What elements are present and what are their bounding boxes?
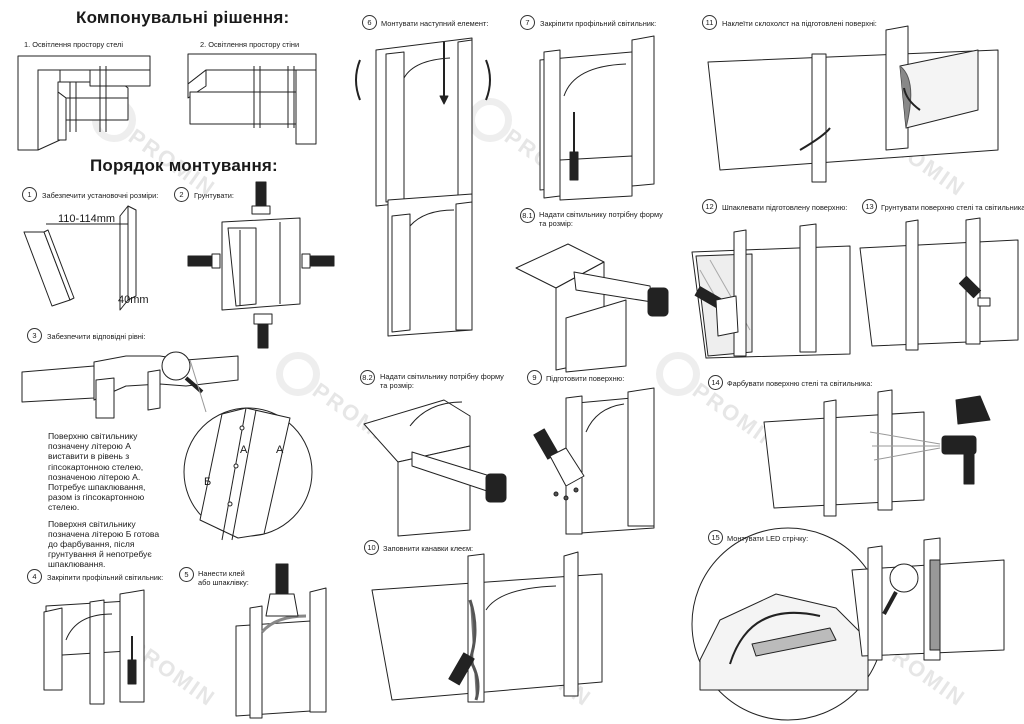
step-5-caption-line2: або шпаклівку: bbox=[198, 578, 249, 587]
zoom-letter-b: Б bbox=[204, 476, 212, 488]
step3-level-illustration bbox=[21, 351, 239, 419]
step-1-caption: Забезпечити установочні розміри: bbox=[42, 191, 159, 200]
step2-prime-illustration bbox=[187, 181, 335, 349]
step-number-3: 3 bbox=[27, 328, 42, 343]
step-number-5: 5 bbox=[179, 567, 194, 582]
step-number-6: 6 bbox=[362, 15, 377, 30]
step-number-2: 2 bbox=[174, 187, 189, 202]
step5-glue-illustration bbox=[235, 563, 327, 719]
step15-led-illustration bbox=[691, 527, 1005, 721]
step-15-caption: Монтувати LED стрічку: bbox=[727, 534, 809, 543]
step8-1-cut-illustration bbox=[515, 243, 669, 373]
step-8-2-caption-line2: та розмір: bbox=[380, 381, 414, 390]
step11-fiberglass-illustration bbox=[707, 25, 999, 183]
caption-solution-ceiling: 1. Освітлення простору стелі bbox=[24, 40, 124, 49]
heading-order: Порядок монтування: bbox=[90, 156, 278, 175]
step-number-4: 4 bbox=[27, 569, 42, 584]
step1-dimension-illustration bbox=[23, 205, 137, 311]
zoom-letter-a-right: А bbox=[276, 444, 284, 456]
step8-2-cut-illustration bbox=[363, 399, 507, 537]
step4-fix-illustration bbox=[43, 589, 145, 705]
step-8-2-caption-line1: Надати світильнику потрібну форму bbox=[380, 372, 504, 381]
step9-prepare-illustration bbox=[533, 387, 655, 535]
step-number-13: 13 bbox=[862, 199, 877, 214]
step-number-14: 14 bbox=[708, 375, 723, 390]
leveling-note: Поверхню світильнику позначену літерою А… bbox=[48, 431, 166, 576]
step-3-caption: Забезпечити відповідні рівні: bbox=[47, 332, 146, 341]
heading-solutions: Компонувальні рішення: bbox=[76, 8, 290, 27]
step-number-10: 10 bbox=[364, 540, 379, 555]
step10-glue-illustration bbox=[371, 551, 603, 703]
step12-putty-illustration bbox=[691, 223, 851, 359]
leveling-note-paragraph-b: Поверхня світильнику позначена літерою Б… bbox=[48, 518, 160, 570]
step-10-caption: Заповнити канавки клеєм: bbox=[383, 544, 474, 553]
dimension-width-label: 110-114mm bbox=[58, 213, 116, 225]
step-7-caption: Закріпити профільний світильник: bbox=[540, 19, 657, 28]
step-12-caption: Шпаклевати підготовлену поверхню: bbox=[722, 203, 848, 212]
step6-next-element-illustration bbox=[355, 37, 491, 337]
step-8-1-caption-line2: та розмір: bbox=[539, 219, 573, 228]
step-8-1-caption-line1: Надати світильнику потрібну форму bbox=[539, 210, 663, 219]
leveling-note-paragraph-a: Поверхню світильнику позначену літерою А… bbox=[48, 431, 146, 513]
step-number-9: 9 bbox=[527, 370, 542, 385]
step-5-caption-line1: Нанести клей bbox=[198, 569, 245, 578]
step3-zoom-detail bbox=[183, 359, 313, 541]
step13-prime-illustration bbox=[859, 217, 1019, 351]
step-13-caption: Грунтувати поверхню стелі та світильника… bbox=[881, 203, 1024, 212]
step-11-caption: Наклеїти склохолст на підготовлені повер… bbox=[722, 19, 877, 28]
step-number-8-1: 8.1 bbox=[520, 208, 535, 223]
step-number-8-2: 8.2 bbox=[360, 370, 375, 385]
step-number-7: 7 bbox=[520, 15, 535, 30]
dimension-depth-label: 40mm bbox=[118, 294, 149, 306]
step-2-caption: Грунтувати: bbox=[194, 191, 234, 200]
step-14-caption: Фарбувати поверхню стелі та світильника: bbox=[727, 379, 873, 388]
step7-fix-illustration bbox=[539, 35, 655, 201]
zoom-letter-a-left: А bbox=[240, 444, 248, 456]
caption-solution-wall: 2. Освітлення простору стіни bbox=[200, 40, 300, 49]
step-4-caption: Закріпити профільний світильник: bbox=[47, 573, 164, 582]
solution-wall-illustration bbox=[187, 53, 317, 145]
step-number-11: 11 bbox=[702, 15, 717, 30]
step-9-caption: Підготовити поверхню: bbox=[546, 374, 625, 383]
step14-paint-illustration bbox=[763, 389, 991, 517]
solution-ceiling-illustration bbox=[17, 55, 151, 151]
step-number-1: 1 bbox=[22, 187, 37, 202]
step-number-15: 15 bbox=[708, 530, 723, 545]
step-number-12: 12 bbox=[702, 199, 717, 214]
step-6-caption: Монтувати наступний елемент: bbox=[381, 19, 489, 28]
